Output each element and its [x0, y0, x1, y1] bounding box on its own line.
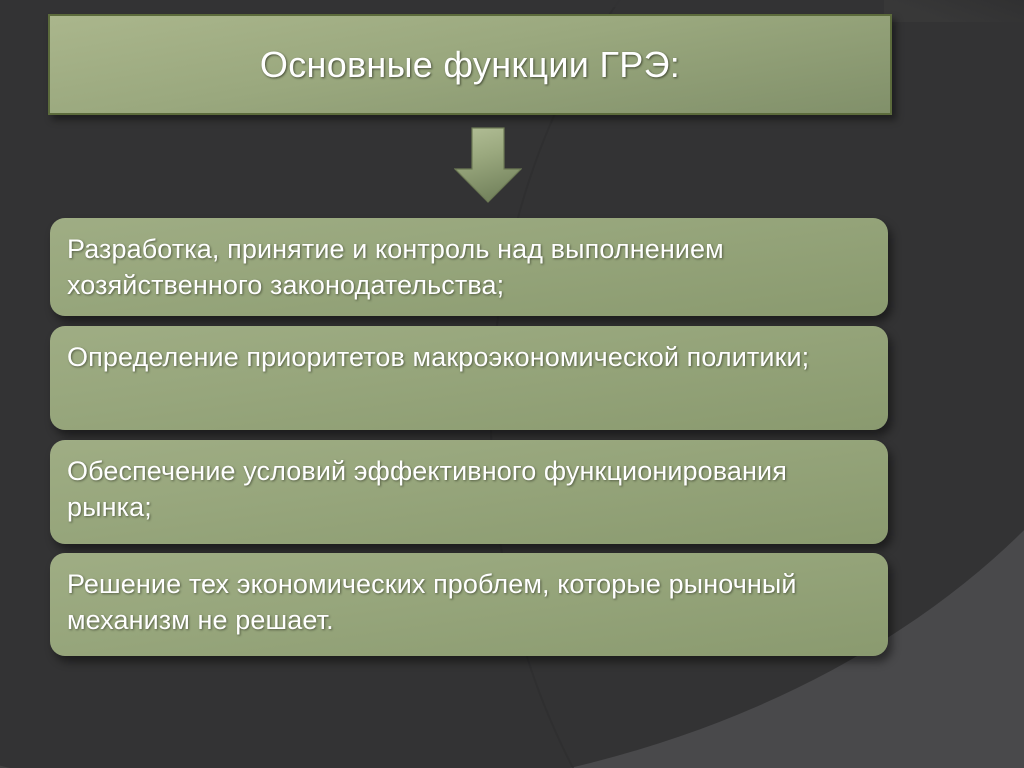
title-box: Основные функции ГРЭ:: [48, 14, 892, 115]
background-corner-notch: [884, 0, 1024, 22]
list-item: Разработка, принятие и контроль над выпо…: [50, 218, 888, 316]
background-top-strip: [0, 0, 1024, 7]
page-title: Основные функции ГРЭ:: [259, 43, 681, 85]
list-item-label: Обеспечение условий эффективного функцио…: [67, 456, 787, 522]
list-item-label: Разработка, принятие и контроль над выпо…: [67, 234, 724, 300]
list-item: Решение тех экономических проблем, котор…: [50, 553, 888, 656]
down-arrow-icon: [454, 127, 522, 203]
list-item: Определение приоритетов макроэкономическ…: [50, 326, 888, 430]
list-item: Обеспечение условий эффективного функцио…: [50, 440, 888, 544]
list-item-label: Решение тех экономических проблем, котор…: [67, 569, 797, 635]
list-item-label: Определение приоритетов макроэкономическ…: [67, 342, 810, 372]
